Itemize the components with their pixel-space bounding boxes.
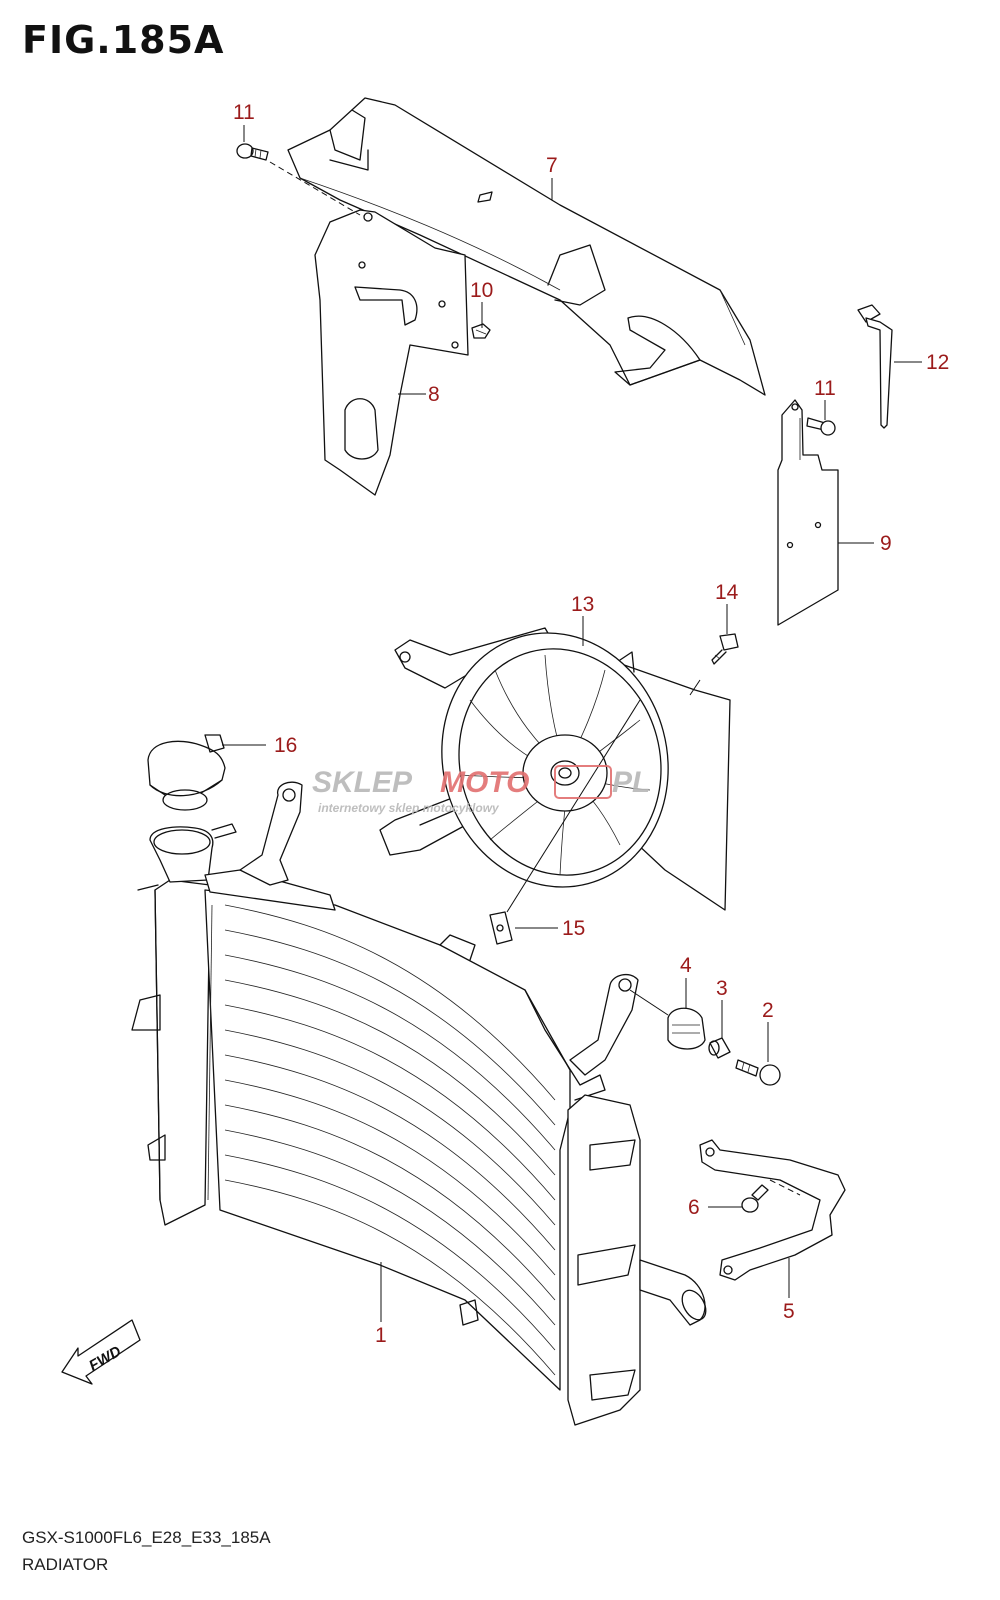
callout-16: 16 [274, 734, 297, 757]
part-10-clip-nut [471, 323, 491, 339]
fwd-arrow: FWD [61, 1319, 141, 1385]
watermark-brand-c: PL [612, 766, 650, 799]
callout-10: 10 [470, 279, 493, 302]
callout-2: 2 [762, 999, 774, 1022]
callout-6: 6 [688, 1196, 700, 1219]
part-16-radiator-cap [147, 734, 226, 811]
callout-11-right: 11 [814, 377, 836, 400]
part-14-bolt [689, 633, 739, 696]
callout-1: 1 [375, 1324, 387, 1347]
part-12-pin [857, 304, 893, 429]
part-11-bolt-left [236, 143, 361, 216]
part-15-clip [489, 699, 641, 945]
callout-5: 5 [783, 1300, 795, 1323]
watermark-brand-b: MOTO [440, 766, 529, 799]
part-7-upper-bracket [287, 97, 766, 396]
callout-15: 15 [562, 917, 585, 940]
callout-labels: 11 7 10 8 12 11 9 13 14 16 15 4 3 2 6 5 … [233, 101, 949, 1347]
callout-3: 3 [716, 977, 728, 1000]
callout-12: 12 [926, 351, 949, 374]
callout-4: 4 [680, 954, 692, 977]
part-9-plate [777, 399, 839, 626]
watermark-brand-a: SKLEP [312, 766, 413, 799]
part-1-radiator [131, 781, 707, 1426]
part-13-fan-assembly [379, 627, 731, 911]
figure-title: FIG.185A [22, 18, 225, 62]
callout-11-left: 11 [233, 101, 255, 124]
figure-name: RADIATOR [22, 1555, 109, 1574]
part-11-bolt-right [806, 417, 836, 436]
callout-8: 8 [428, 383, 440, 406]
part-6-bolt [741, 1184, 769, 1213]
callout-7: 7 [546, 154, 558, 177]
part-8-side-plate [314, 209, 469, 496]
figure-code: GSX-S1000FL6_E28_E33_185A [22, 1528, 271, 1547]
callout-14: 14 [715, 581, 739, 604]
part-2-bolt [735, 1059, 781, 1086]
part-5-lower-bracket [699, 1139, 846, 1281]
watermark-tagline: internetowy sklep motocyklowy [318, 801, 500, 815]
part-4-grommet [629, 989, 706, 1050]
leader-lines [222, 125, 922, 1322]
watermark: SKLEP MOTO PL internetowy sklep motocykl… [312, 765, 650, 815]
callout-13: 13 [571, 593, 594, 616]
watermark-logo-box [554, 765, 612, 799]
callout-9: 9 [880, 532, 892, 555]
part-3-collar [708, 1037, 731, 1059]
